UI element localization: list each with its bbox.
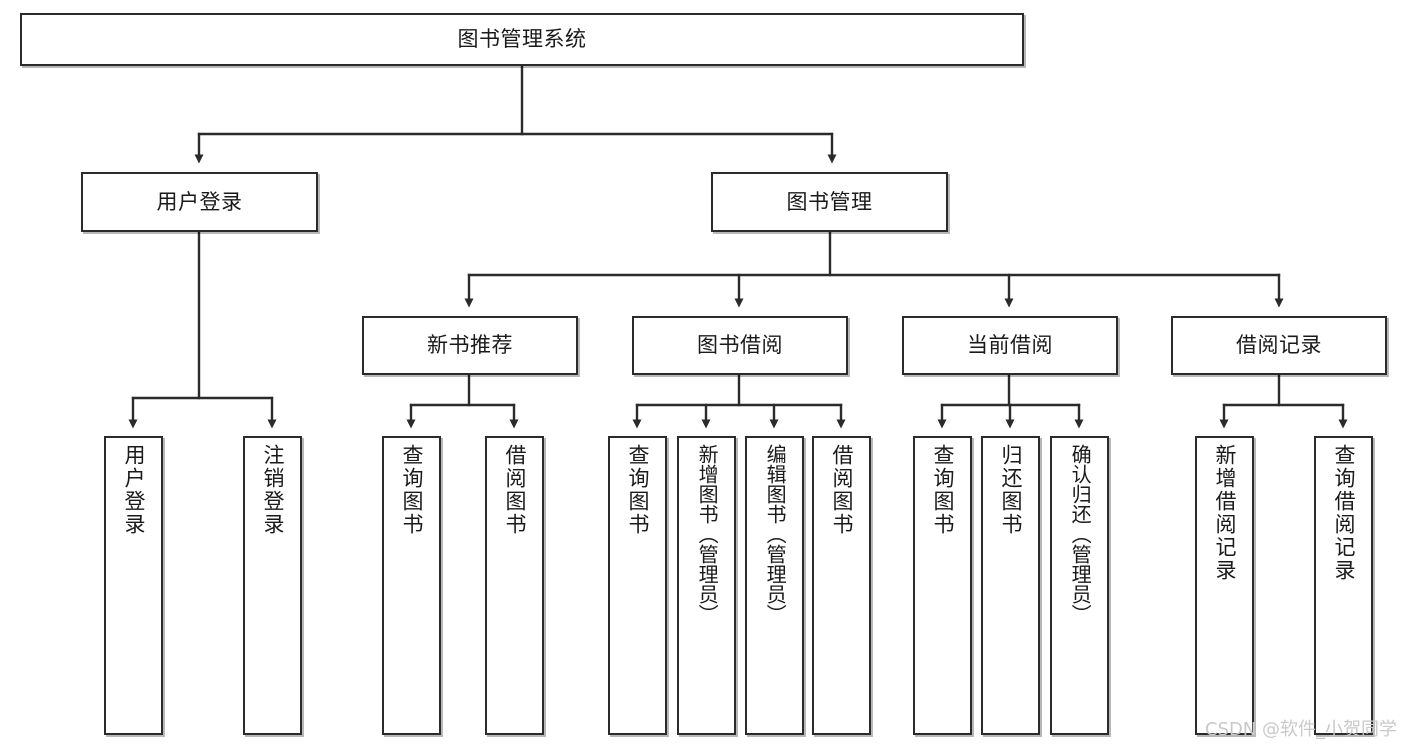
node-label: 新增借阅记录 — [1212, 444, 1237, 582]
leaf-new-book-query-book[interactable]: 查询图书 — [382, 436, 441, 735]
node-label: 图书借阅 — [697, 333, 783, 358]
leaf-borrow-record-add-record[interactable]: 新增借阅记录 — [1195, 436, 1254, 735]
node-root-book-management-system[interactable]: 图书管理系统 — [20, 13, 1024, 66]
node-label: 编辑图书（管理员） — [763, 444, 788, 624]
node-current-borrow[interactable]: 当前借阅 — [902, 316, 1118, 375]
node-label: 图书管理 — [786, 189, 873, 214]
leaf-user-login-logout[interactable]: 注销登录 — [243, 436, 302, 735]
node-label: 查询图书 — [399, 444, 424, 536]
leaf-new-book-borrow-book[interactable]: 借阅图书 — [485, 436, 544, 735]
node-book-borrow[interactable]: 图书借阅 — [632, 316, 848, 375]
leaf-book-borrow-borrow-book[interactable]: 借阅图书 — [812, 436, 871, 735]
node-label: 用户登录 — [121, 444, 146, 536]
node-label: 用户登录 — [156, 189, 243, 214]
node-label: 图书管理系统 — [457, 27, 587, 52]
node-label: 查询借阅记录 — [1331, 444, 1356, 582]
leaf-current-borrow-confirm-return-admin[interactable]: 确认归还（管理员） — [1050, 436, 1109, 735]
node-label: 查询图书 — [930, 444, 955, 536]
leaf-current-borrow-query-book[interactable]: 查询图书 — [913, 436, 972, 735]
node-label: 确认归还（管理员） — [1068, 444, 1093, 624]
node-book-management[interactable]: 图书管理 — [711, 172, 948, 232]
leaf-current-borrow-return-book[interactable]: 归还图书 — [981, 436, 1040, 735]
leaf-book-borrow-edit-book-admin[interactable]: 编辑图书（管理员） — [745, 436, 804, 735]
node-label: 借阅图书 — [502, 444, 527, 536]
leaf-user-login-login[interactable]: 用户登录 — [104, 436, 163, 735]
node-label: 新增图书（管理员） — [695, 444, 720, 624]
leaf-borrow-record-query-record[interactable]: 查询借阅记录 — [1314, 436, 1373, 735]
node-new-book-recommend[interactable]: 新书推荐 — [362, 316, 578, 375]
node-label: 借阅图书 — [829, 444, 854, 536]
node-label: 注销登录 — [260, 444, 285, 536]
node-user-login[interactable]: 用户登录 — [81, 172, 318, 232]
node-label: 当前借阅 — [967, 333, 1053, 358]
leaf-book-borrow-add-book-admin[interactable]: 新增图书（管理员） — [677, 436, 736, 735]
node-label: 新书推荐 — [427, 333, 513, 358]
node-label: 归还图书 — [998, 444, 1023, 536]
leaf-book-borrow-query-book[interactable]: 查询图书 — [608, 436, 667, 735]
watermark: CSDN @软件_小贺同学 — [1204, 719, 1397, 740]
node-label: 查询图书 — [625, 444, 650, 536]
node-borrow-record[interactable]: 借阅记录 — [1171, 316, 1387, 375]
node-label: 借阅记录 — [1236, 333, 1322, 358]
